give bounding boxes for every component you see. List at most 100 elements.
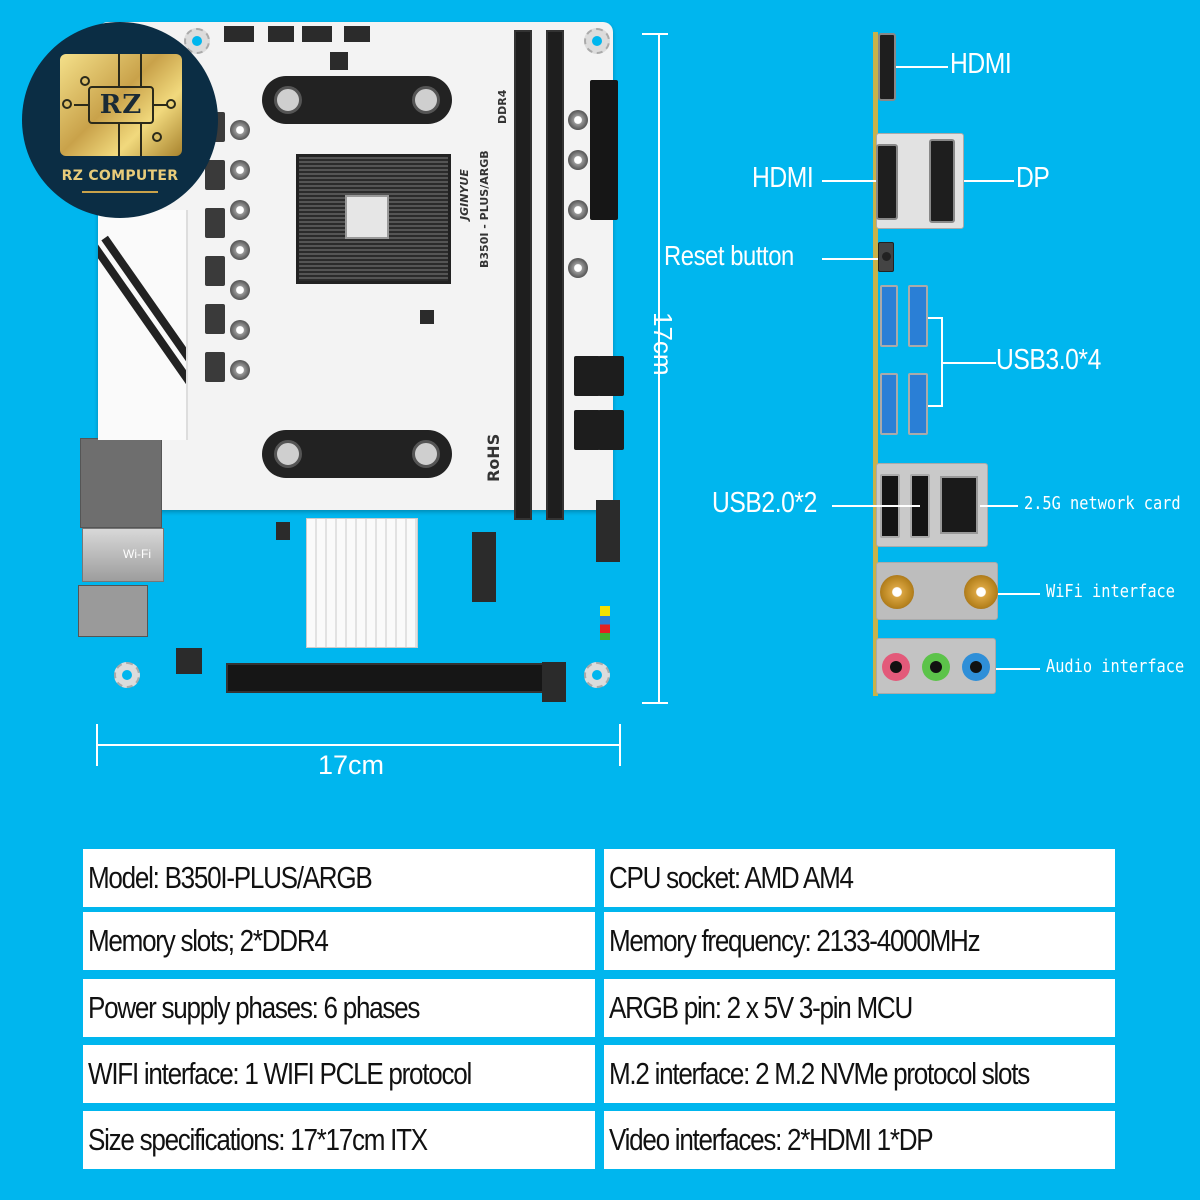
capacitor: [230, 160, 250, 180]
vrm-choke: [205, 352, 225, 382]
logo-underline: [82, 191, 158, 193]
fan-header: [268, 26, 294, 42]
wifi-label: WiFi interface: [1046, 581, 1175, 602]
spec-size: Size specifications: 17*17cm ITX: [83, 1111, 595, 1169]
cooler-bracket-top: [262, 76, 452, 124]
reset-label: Reset button: [664, 240, 794, 271]
chip-icon: RZ: [60, 54, 182, 156]
hdmi-port-2: [876, 144, 898, 220]
argb-header: [600, 606, 610, 640]
usb3-callout-line-bottom: [928, 405, 942, 407]
capacitor: [230, 320, 250, 340]
usb3-port: [880, 373, 898, 435]
usb3-port: [908, 285, 928, 347]
capacitor: [230, 360, 250, 380]
io-shroud: [98, 210, 188, 440]
wifi-module: Wi-Fi: [82, 528, 164, 582]
capacitor: [230, 120, 250, 140]
wifi-callout-line: [998, 593, 1040, 595]
sata-port: [574, 356, 600, 396]
cpu-socket: [296, 154, 451, 284]
sata-port: [598, 410, 624, 450]
pcie-latch: [542, 662, 566, 702]
vrm-choke: [205, 256, 225, 286]
mounting-hole: [584, 662, 610, 688]
height-dimension-line: [658, 33, 660, 703]
lan-usb-block: [80, 438, 162, 528]
hdmi-1-label: HDMI: [950, 48, 1012, 80]
vrm-choke: [205, 304, 225, 334]
capacitor: [568, 200, 588, 220]
audio-callout-line: [996, 668, 1040, 670]
wifi-antenna-connector: [964, 575, 998, 609]
height-dimension-label: 17cm: [648, 312, 678, 376]
dp-callout-line: [964, 180, 1014, 182]
m2-slot: [472, 532, 496, 602]
audio-jack-blue: [962, 653, 990, 681]
dimm-slot-1: [514, 30, 532, 520]
lan-label: 2.5G network card: [1024, 493, 1181, 514]
mounting-hole: [114, 662, 140, 688]
wifi-antenna-connector: [880, 575, 914, 609]
brand-logo: RZ RZ COMPUTER: [22, 22, 218, 218]
usb2-callout-line: [832, 505, 920, 507]
audio-label: Audio interface: [1046, 656, 1185, 677]
hdmi-2-callout-line: [822, 180, 876, 182]
spec-power-phases: Power supply phases: 6 phases: [83, 979, 595, 1037]
capacitor: [568, 258, 588, 278]
ethernet-port: [940, 476, 978, 534]
usb3-label: USB3.0*4: [996, 344, 1101, 376]
logo-name: RZ COMPUTER: [61, 168, 179, 184]
usb3-port: [908, 373, 928, 435]
ic-chip: [420, 310, 434, 324]
ic-chip: [176, 648, 202, 674]
reset-button: [878, 242, 894, 272]
usb3-port: [880, 285, 898, 347]
silkscreen-brand: JGINYUE: [458, 169, 471, 220]
front-usb-header: [596, 500, 620, 562]
capacitor: [230, 200, 250, 220]
height-dimension-cap-top: [642, 33, 668, 35]
hdmi-port-1: [878, 33, 896, 101]
capacitor: [230, 240, 250, 260]
lan-callout-line: [980, 505, 1018, 507]
width-dimension-cap-left: [96, 724, 98, 766]
fan-header: [302, 26, 332, 42]
audio-jack-pink: [882, 653, 910, 681]
sata-port: [598, 356, 624, 396]
ic-chip: [330, 52, 348, 70]
silkscreen-model: B350I - PLUS/ARGB: [478, 150, 491, 268]
vrm-choke: [205, 208, 225, 238]
spec-memory-frequency: Memory frequency: 2133-4000MHz: [604, 912, 1115, 970]
usb3-callout-line: [942, 362, 996, 364]
usb3-callout-line-top: [928, 317, 942, 319]
spec-wifi: WIFI interface: 1 WIFI PCLE protocol: [83, 1045, 595, 1103]
height-dimension-cap-bottom: [642, 702, 668, 704]
fan-header: [224, 26, 254, 42]
usb2-label: USB2.0*2: [712, 487, 817, 519]
capacitor: [568, 150, 588, 170]
displayport: [929, 139, 955, 223]
reset-callout-line: [822, 258, 878, 260]
width-dimension-label: 17cm: [318, 750, 385, 780]
spec-model: Model: B350I-PLUS/ARGB: [83, 849, 595, 907]
sata-port: [574, 410, 600, 450]
m2-heatsink: [306, 518, 418, 648]
spec-argb: ARGB pin: 2 x 5V 3-pin MCU: [604, 979, 1115, 1037]
width-dimension-cap-right: [619, 724, 621, 766]
silkscreen-memory: DDR4: [496, 89, 509, 124]
atx-power-connector: [590, 80, 618, 220]
spec-cpu-socket: CPU socket: AMD AM4: [604, 849, 1115, 907]
io-panel-edge: [873, 32, 878, 696]
mounting-hole: [584, 28, 610, 54]
vrm-choke: [205, 160, 225, 190]
width-dimension-line: [97, 744, 620, 746]
silkscreen-rohs: RoHS: [484, 433, 503, 482]
hdmi-1-callout-line: [896, 66, 948, 68]
logo-monogram: RZ: [88, 86, 154, 124]
capacitor: [230, 280, 250, 300]
audio-jack-green: [922, 653, 950, 681]
cooler-bracket-bottom: [262, 430, 452, 478]
dimm-slot-2: [546, 30, 564, 520]
audio-block: [78, 585, 148, 637]
